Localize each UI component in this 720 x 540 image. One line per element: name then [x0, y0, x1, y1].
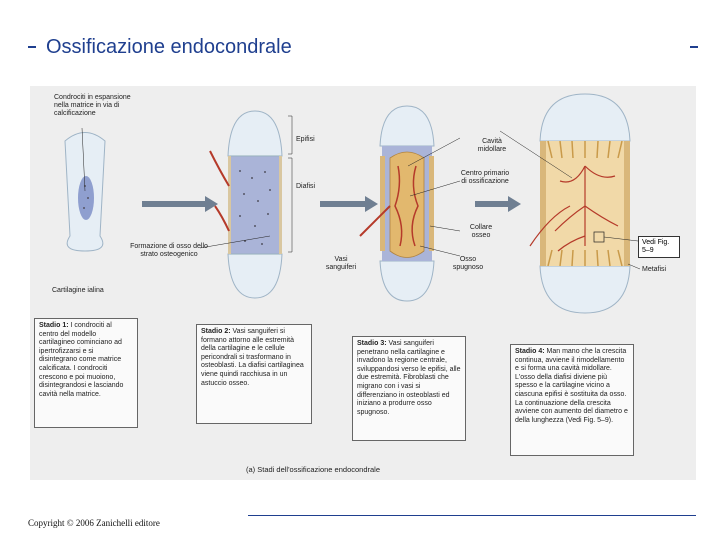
stage4-box: Stadio 4: Man mano che la crescita conti…	[510, 344, 634, 456]
stage1-bone	[64, 127, 106, 252]
bone-stages-illustration	[64, 93, 641, 314]
stage4-heading: Stadio 4:	[515, 348, 545, 355]
ossification-figure: Condrociti in espansione nella matrice i…	[30, 86, 696, 480]
label-condrociti: Condrociti in espansione nella matrice i…	[54, 94, 131, 117]
stage2-heading: Stadio 2:	[201, 328, 231, 335]
title-dash-right	[690, 46, 698, 48]
stage3-text: Vasi sanguiferi penetrano nella cartilag…	[357, 340, 461, 416]
label-collare-osseo: Collare osseo	[469, 224, 493, 239]
slide-title: Ossificazione endocondrale	[46, 36, 292, 58]
title-dash-left	[28, 46, 36, 48]
label-osso-spugnoso: Osso spugnoso	[452, 256, 484, 271]
stage3-heading: Stadio 3:	[357, 340, 387, 347]
label-vasi-sanguiferi: Vasi sanguiferi	[325, 256, 357, 271]
figure-reference: Vedi Fig. 5–9	[638, 236, 680, 258]
label-epifisi: Epifisi	[296, 136, 315, 143]
stage3-bone	[359, 105, 435, 302]
label-diafisi: Diafisi	[296, 183, 316, 190]
stage4-text: Man mano che la crescita continua, avvie…	[515, 348, 628, 424]
label-cartilagine-ialina: Cartilagine ialina	[52, 287, 104, 294]
stage1-text: I condrociti al centro del modello carti…	[39, 322, 124, 398]
label-centro-primario: Centro primario di ossificazione	[460, 170, 510, 185]
label-metafisi: Metafisi	[642, 266, 667, 273]
label-cavita-midollare: Cavità midollare	[477, 138, 507, 153]
stage2-bone	[209, 110, 283, 299]
stage2-text: Vasi sanguiferi si formano attorno alle …	[201, 328, 304, 387]
bottom-rule	[248, 515, 696, 516]
stage2-box: Stadio 2: Vasi sanguiferi si formano att…	[196, 324, 312, 424]
stage1-heading: Stadio 1:	[39, 322, 69, 329]
stage3-box: Stadio 3: Vasi sanguiferi penetrano nell…	[352, 336, 466, 441]
copyright-text: Copyright © 2006 Zanichelli editore	[28, 518, 160, 528]
stage1-box: Stadio 1: I condrociti al centro del mod…	[34, 318, 138, 428]
label-formazione-osso: Formazione di osso dello strato osteogen…	[130, 243, 208, 258]
stage4-bone	[529, 93, 631, 314]
figure-caption: (a) Stadi dell'ossificazione endocondral…	[246, 465, 381, 474]
